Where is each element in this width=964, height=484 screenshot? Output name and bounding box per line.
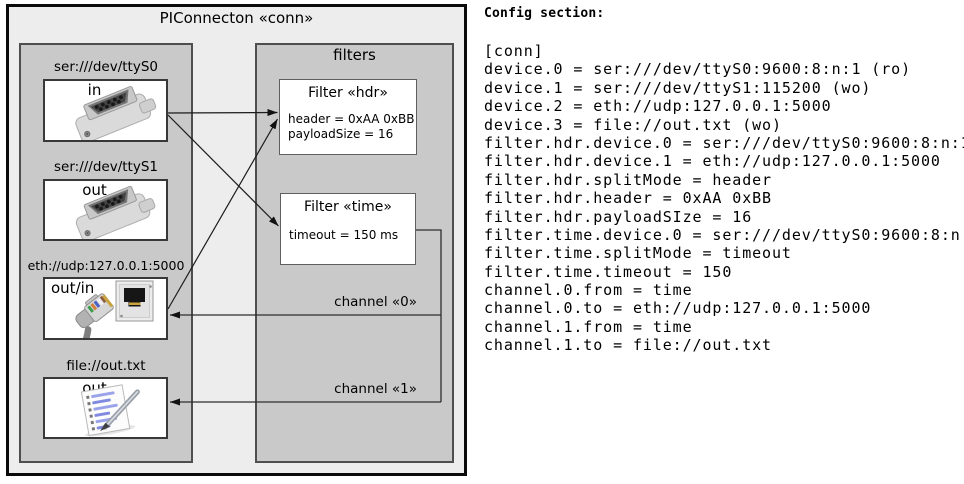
- device-box-file: out: [43, 377, 168, 439]
- config-line: device.3 = file://out.txt (wo): [484, 115, 782, 134]
- device-label-ttys0: ser:///dev/ttyS0: [54, 59, 158, 75]
- config-line: device.1 = ser:///dev/ttyS1:115200 (wo): [484, 78, 872, 97]
- config-line: channel.1.to = file://out.txt: [484, 336, 772, 355]
- config-line: filter.hdr.device.0 = ser:///dev/ttyS0:9…: [484, 133, 964, 152]
- config-line: device.0 = ser:///dev/ttyS0:9600:8:n:1 (…: [484, 60, 912, 79]
- config-line: filter.hdr.payloadSIze = 16: [484, 207, 753, 226]
- device-direction: in: [87, 81, 102, 99]
- device-direction: out/in: [51, 279, 95, 297]
- channel-1-label: channel «1»: [334, 381, 417, 397]
- filter-time-box: Filter «time» timeout = 150 ms: [280, 193, 416, 265]
- device-label-file: file://out.txt: [66, 358, 146, 374]
- config-line: filter.hdr.device.1 = eth://udp:127.0.0.…: [484, 152, 941, 171]
- channel-0-label: channel «0»: [334, 294, 417, 310]
- config-section-heading: Config section:: [484, 6, 605, 21]
- device-label-eth: eth://udp:127.0.0.1:5000: [27, 258, 185, 273]
- config-text-block: [conn] device.0 = ser:///dev/ttyS0:9600:…: [484, 42, 964, 355]
- config-line: filter.hdr.header = 0xAA 0xBB: [484, 189, 772, 208]
- config-line: channel.0.from = time: [484, 281, 693, 300]
- filter-time-title: Filter «time»: [304, 199, 392, 215]
- config-line: filter.time.timeout = 150: [484, 262, 733, 281]
- device-box-eth: out/in: [43, 277, 168, 340]
- config-line: filter.hdr.splitMode = header: [484, 170, 772, 189]
- filter-hdr-attribute: payloadSize = 16: [288, 127, 394, 141]
- config-line: channel.0.to = eth://udp:127.0.0.1:5000: [484, 299, 872, 318]
- device-label-ttys1: ser:///dev/ttyS1: [54, 159, 158, 175]
- config-line: device.2 = eth://udp:127.0.0.1:5000: [484, 97, 832, 116]
- device-box-ttys1: out: [43, 179, 168, 241]
- filter-hdr-box: Filter «hdr» header = 0xAA 0xBB payloadS…: [279, 79, 417, 155]
- filters-group-label: filters: [333, 46, 376, 64]
- config-line: filter.time.device.0 = ser:///dev/ttyS0:…: [484, 225, 964, 244]
- diagram-title: PIConnecton «conn»: [159, 9, 314, 27]
- config-line: channel.1.from = time: [484, 317, 693, 336]
- device-box-ttys0: in: [43, 79, 168, 142]
- filter-hdr-attribute: header = 0xAA 0xBB: [288, 112, 415, 126]
- serial-connector-icon: [75, 86, 157, 140]
- device-direction: out: [82, 181, 107, 199]
- ethernet-plug-icon: [74, 280, 154, 338]
- notepad-pen-icon: [80, 384, 140, 437]
- filter-hdr-title: Filter «hdr»: [308, 85, 388, 101]
- config-line: [conn]: [484, 42, 544, 60]
- config-line: filter.time.splitMode = timeout: [484, 244, 792, 263]
- filter-time-attribute: timeout = 150 ms: [289, 228, 399, 242]
- serial-connector-icon: [75, 185, 156, 239]
